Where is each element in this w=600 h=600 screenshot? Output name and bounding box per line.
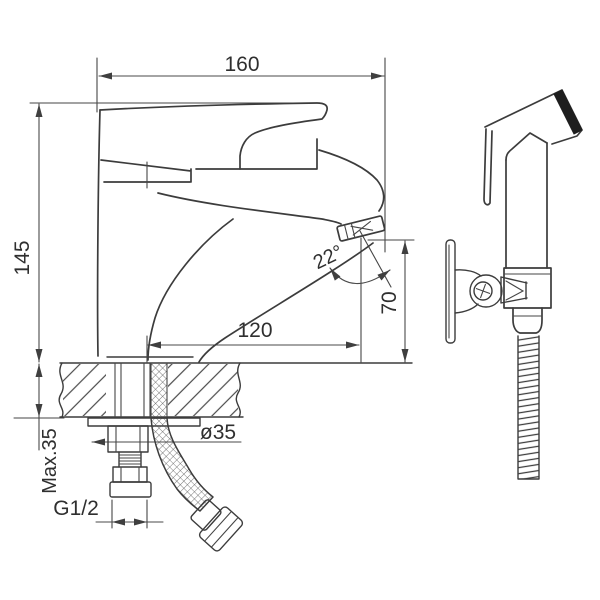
sprayer-handle bbox=[503, 142, 552, 334]
dimension-overall-width: 160 bbox=[96, 53, 386, 253]
sprayer-nozzle-tip bbox=[553, 89, 583, 135]
through-deck-shank bbox=[114, 362, 168, 419]
washer-plate bbox=[87, 417, 201, 427]
body-front-curve bbox=[147, 218, 234, 361]
faucet-handle-lever bbox=[99, 102, 328, 170]
hose-end-nut bbox=[198, 506, 244, 552]
sprayer-head bbox=[483, 89, 583, 206]
dimension-label-spout-reach: 120 bbox=[237, 319, 272, 342]
body-lower-sweep bbox=[198, 242, 374, 363]
faucet-aerator bbox=[336, 215, 386, 242]
dimension-thread-size: G1/2 bbox=[53, 497, 164, 529]
bracket-cone bbox=[454, 269, 482, 314]
spout-outer-edge bbox=[318, 149, 385, 212]
dimension-spout-reach: 120 bbox=[147, 319, 360, 349]
dimension-overall-height: 145 bbox=[11, 102, 323, 451]
hose-collar bbox=[190, 499, 222, 531]
handle-base-block bbox=[503, 267, 552, 309]
supply-hose bbox=[150, 417, 244, 552]
spout-underside bbox=[157, 192, 342, 225]
dimension-outlet-height: 70 bbox=[367, 239, 415, 363]
mounting-hardware bbox=[87, 417, 201, 498]
dimension-label-overall-width: 160 bbox=[224, 53, 259, 76]
sprayer-trigger bbox=[483, 128, 493, 206]
thread-size-label: G1/2 bbox=[53, 497, 99, 520]
faucet-cartridge-collar bbox=[100, 159, 192, 189]
hex-fitting bbox=[112, 466, 148, 483]
angle-label-spray: 22° bbox=[310, 241, 347, 274]
hole-diameter-label: ø35 bbox=[200, 421, 236, 444]
bracket-boss bbox=[469, 274, 503, 308]
faucet-left-edge bbox=[96, 109, 101, 357]
wall-plate bbox=[445, 239, 456, 344]
dimension-label-outlet-height: 70 bbox=[378, 291, 401, 314]
dimension-label-overall-height: 145 bbox=[11, 240, 34, 275]
break-line-right bbox=[235, 362, 241, 418]
faucet-body bbox=[96, 102, 386, 363]
hand-sprayer bbox=[445, 89, 583, 480]
break-line-left bbox=[58, 362, 64, 418]
dimension-max-mounting-thickness: Max.35 bbox=[13, 364, 65, 494]
aerator-cross-mark bbox=[350, 220, 374, 236]
sprayer-hose bbox=[517, 335, 540, 480]
countertop-section bbox=[58, 362, 413, 418]
dimension-label-max-thickness: Max.35 bbox=[39, 428, 61, 494]
phillips-screw-icon bbox=[473, 281, 493, 301]
connector-cap bbox=[109, 481, 152, 498]
mounting-nut bbox=[107, 425, 149, 453]
hose-coupling bbox=[512, 307, 543, 334]
wall-bracket bbox=[445, 239, 528, 344]
threaded-stem bbox=[118, 451, 142, 468]
bracket-clamp bbox=[500, 276, 528, 304]
head-neck-notch bbox=[505, 132, 548, 161]
